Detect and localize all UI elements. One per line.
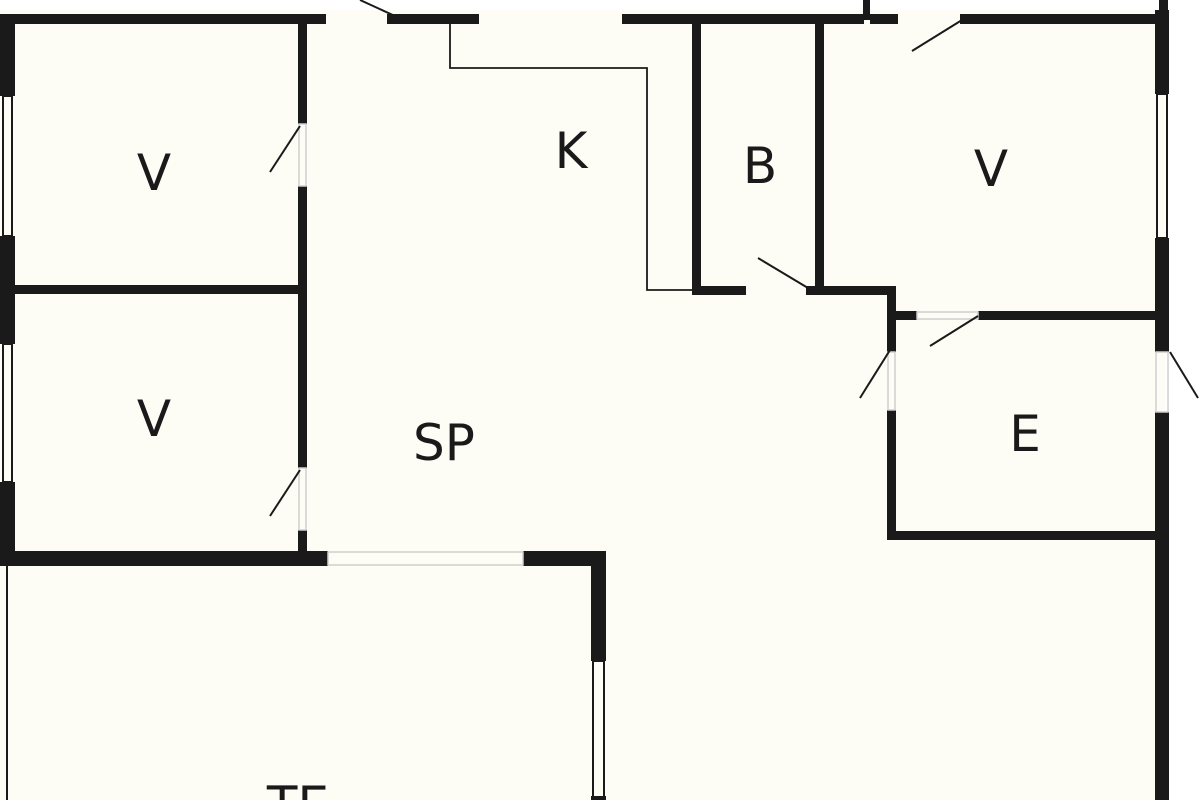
walls (0, 0, 1169, 800)
floor-main (0, 10, 1165, 555)
door-top-right (911, 19, 963, 52)
door-entry-top (929, 315, 979, 347)
door-bathroom (757, 257, 809, 289)
wall-entry-left-2 (887, 410, 896, 540)
wall-top-4 (870, 14, 898, 24)
wall-top-post-2 (1159, 0, 1168, 14)
floor-areas (0, 10, 1165, 800)
opening-front-door (1155, 351, 1169, 413)
door-top-kitchen (359, 0, 396, 17)
wall-between-bedrooms (10, 285, 303, 294)
window-left-bottom (2, 343, 13, 483)
room-label-dining-living: SP (413, 414, 475, 472)
wall-right-2 (1155, 238, 1169, 352)
room-label-kitchen: K (555, 122, 589, 180)
wall-lower-top-2 (523, 551, 606, 566)
wall-bath-left (692, 20, 701, 294)
wall-top-3 (622, 14, 864, 24)
opening-partition-2 (298, 467, 307, 531)
room-label-bedroom-right: V (974, 140, 1008, 198)
wall-lower-right (591, 551, 606, 661)
openings (298, 123, 1169, 566)
wall-right-3 (1155, 412, 1169, 800)
door-bedroom-2 (269, 469, 301, 517)
wall-partition-left-1 (298, 20, 307, 124)
window-lower-right (592, 660, 605, 800)
opening-entry-left (887, 351, 896, 411)
wall-top-post-1 (863, 0, 870, 20)
kitchen-counter (449, 20, 692, 291)
window-right-top (1156, 93, 1168, 239)
room-label-bedroom-top-left: V (137, 144, 171, 202)
wall-top-1 (0, 14, 326, 24)
room-label-entrance: E (1009, 405, 1041, 463)
wall-right-1 (1155, 10, 1169, 94)
door-entry-left (859, 349, 891, 399)
floor-lower (0, 555, 1165, 800)
room-label-bathroom: B (743, 137, 777, 195)
wall-lower-top-1 (0, 551, 328, 566)
wall-top-5 (960, 14, 1165, 24)
wall-entry-top-2 (978, 311, 1165, 320)
wall-left-1 (0, 14, 15, 96)
room-label-lower-room: TE (266, 776, 329, 800)
wall-partition-left-2 (298, 186, 307, 468)
room-label-bedroom-bottom-left: V (137, 390, 171, 448)
wall-top-2 (387, 14, 479, 24)
windows (2, 93, 1168, 800)
wall-entry-top-1 (887, 311, 917, 320)
window-left-top (2, 95, 13, 237)
wall-entry-bottom (887, 531, 1165, 540)
wall-left-2 (0, 236, 15, 344)
wall-bath-bottom-1 (692, 286, 746, 295)
opening-partition-1 (298, 123, 307, 187)
door-bedroom-1 (269, 125, 301, 173)
fixtures (269, 0, 1199, 517)
wall-left-3 (0, 482, 15, 566)
wall-partition-left-3 (298, 530, 307, 560)
wall-bath-bottom-2 (806, 286, 896, 295)
wall-lower-right-2 (591, 796, 606, 800)
room-labels: V V K B V SP E TE (137, 122, 1041, 800)
opening-sp-lower (327, 551, 524, 566)
opening-entry-top (916, 311, 979, 320)
wall-bath-right (815, 20, 824, 294)
door-front (1169, 351, 1199, 399)
